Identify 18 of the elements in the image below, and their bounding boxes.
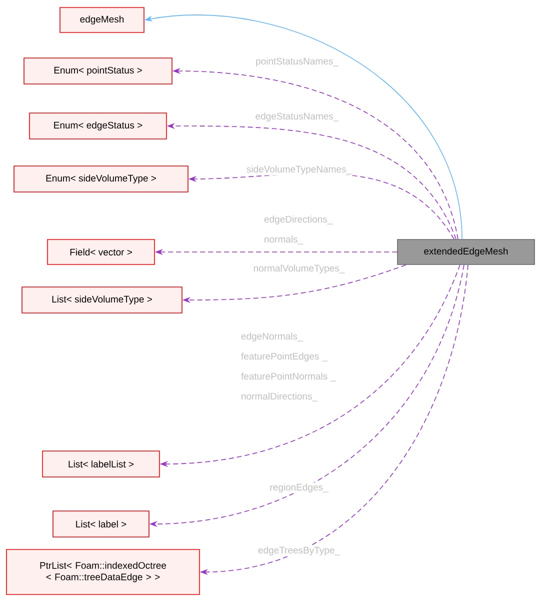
class-box: List< labelList > xyxy=(42,450,160,478)
class-box: PtrList< Foam::indexedOctree < Foam::treeDataEdge > > xyxy=(6,549,200,595)
edge-label: regionEdges_ xyxy=(268,482,330,494)
class-box: Field< vector > xyxy=(47,239,155,265)
class-box: List< sideVolumeType > xyxy=(22,286,182,314)
edge-label: edgeNormals_ featurePointEdges _ featurePointNormals _ normalDirections_ xyxy=(240,332,360,402)
class-box: Enum< edgeStatus > xyxy=(29,112,167,140)
class-box: List< label > xyxy=(52,510,150,538)
edge-label: edgeTreesByType_ xyxy=(256,546,342,556)
class-box: Enum< sideVolumeType > xyxy=(14,166,188,192)
class-box: Enum< pointStatus > xyxy=(24,58,172,84)
edge-label: edgeDirections_ normals_ xyxy=(263,214,335,246)
edge-label: pointStatusNames_ xyxy=(254,56,340,68)
edge-label: sideVolumeTypeNames_ xyxy=(245,164,353,176)
class-box: extendedEdgeMesh xyxy=(397,239,535,265)
edge-label: normalVolumeTypes_ xyxy=(252,264,346,274)
edge-label: edgeStatusNames_ xyxy=(254,112,340,122)
class-box: edgeMesh xyxy=(60,7,144,33)
